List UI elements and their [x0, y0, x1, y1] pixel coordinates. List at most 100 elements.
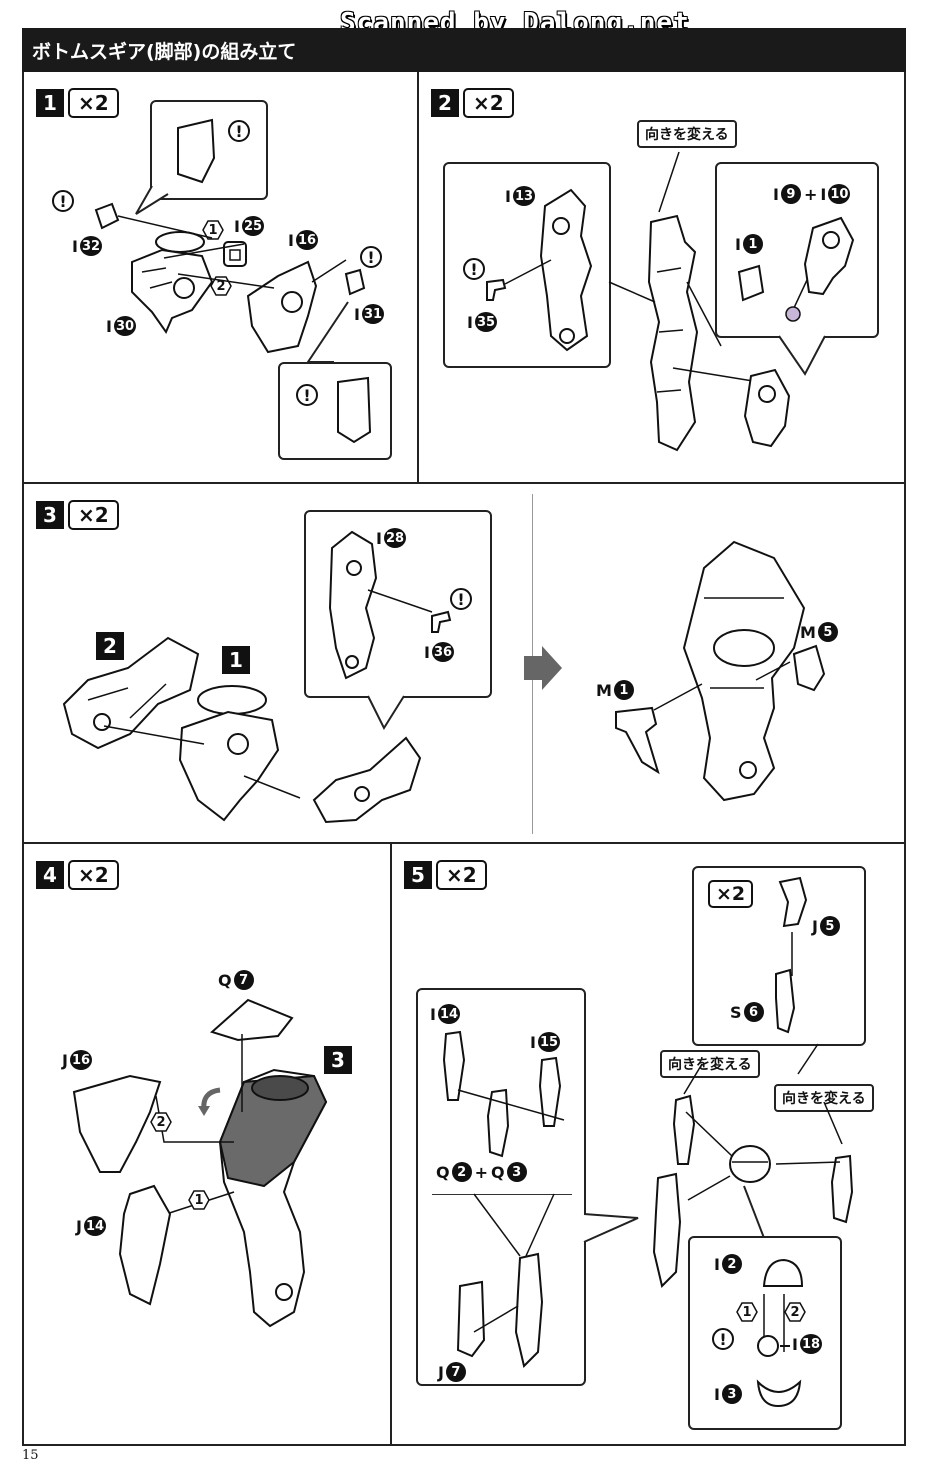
part-outline	[337, 376, 372, 444]
ball-joint	[729, 1145, 771, 1183]
assembly-arrows	[117, 215, 347, 289]
page-title-bar: ボトムスギア(脚部)の組み立て	[22, 28, 906, 72]
page-title: ボトムスギア(脚部)の組み立て	[32, 41, 297, 63]
part-shin	[652, 1172, 682, 1288]
sub-assembly-1	[178, 685, 280, 822]
warning-icon: !	[463, 258, 485, 280]
part-knee-armor	[743, 368, 791, 448]
page-number: 15	[22, 1448, 39, 1463]
part-m5	[792, 644, 826, 692]
detail-callout: !	[150, 100, 268, 200]
step-number: 4	[36, 861, 64, 889]
part-i1	[737, 264, 765, 302]
rotate-arrow-icon	[198, 1087, 221, 1116]
part-side-left	[672, 1094, 696, 1165]
assembled-leg-shaded	[218, 1068, 328, 1328]
step-1-header: 1 ×2	[36, 88, 119, 118]
sub-assembly-3-label: 3	[324, 1046, 352, 1074]
callout-pointer	[778, 335, 826, 376]
warning-icon: !	[360, 246, 382, 268]
part-i9-i10	[803, 216, 855, 296]
step-number: 5	[404, 861, 432, 889]
part-i36	[431, 610, 452, 633]
hip-joint-assembly	[131, 231, 214, 335]
part-i13	[539, 188, 593, 352]
step-number: 3	[36, 501, 64, 529]
sub-assembly-2-label: 2	[96, 632, 124, 660]
step-5-header: 5 ×2	[404, 860, 487, 890]
step-4-header: 4 ×2	[36, 860, 119, 890]
assembly-arrow	[504, 259, 552, 285]
detail-callout: !	[278, 362, 392, 460]
pointer-lines	[473, 1193, 555, 1257]
part-outline	[177, 118, 216, 184]
step-2-header: 2 ×2	[431, 88, 514, 118]
part-hinge	[486, 1088, 510, 1158]
part-q-assembly	[514, 1252, 544, 1368]
part-i16	[246, 260, 318, 354]
order-1-marker: 1	[202, 220, 224, 240]
step-multiplier: ×2	[463, 88, 514, 118]
part-j16	[72, 1074, 162, 1173]
section-divider	[432, 1194, 572, 1195]
part-s6	[775, 968, 796, 1034]
part-i15	[538, 1056, 562, 1127]
step-multiplier: ×2	[68, 500, 119, 530]
assembly-arrow	[473, 1305, 519, 1333]
pointer-lines	[683, 1043, 843, 1145]
turn-around-note: 向きを変える	[637, 120, 737, 148]
insert-arrow	[785, 279, 808, 322]
step-multiplier: ×2	[68, 88, 119, 118]
part-i35	[486, 278, 507, 301]
part-i32	[94, 202, 120, 230]
step-number: 1	[36, 89, 64, 117]
callout-pointer	[583, 1213, 639, 1243]
warning-icon: !	[712, 1328, 734, 1350]
order-1-marker: 1	[188, 1190, 210, 1210]
part-i2	[762, 1258, 804, 1287]
sub-assembly-2	[62, 636, 200, 750]
assembly-arrows	[103, 725, 301, 799]
step-multiplier: ×2	[436, 860, 487, 890]
part-i18	[757, 1335, 790, 1357]
step-3-header: 3 ×2	[36, 500, 119, 530]
callout-pointer	[135, 185, 169, 215]
inner-multiplier: ×2	[708, 880, 754, 908]
leg-frame-assembly	[647, 214, 699, 452]
assembly-arrows	[685, 1111, 841, 1201]
callout-pointer	[367, 695, 405, 731]
part-i31	[344, 268, 366, 296]
order-1-marker: 1	[736, 1302, 758, 1322]
warning-icon: !	[228, 120, 250, 142]
part-side-right	[830, 1154, 854, 1224]
part-j7	[456, 1280, 486, 1358]
part-j5	[778, 876, 808, 928]
assembly-arrow	[791, 932, 793, 976]
warning-icon: !	[450, 588, 472, 610]
